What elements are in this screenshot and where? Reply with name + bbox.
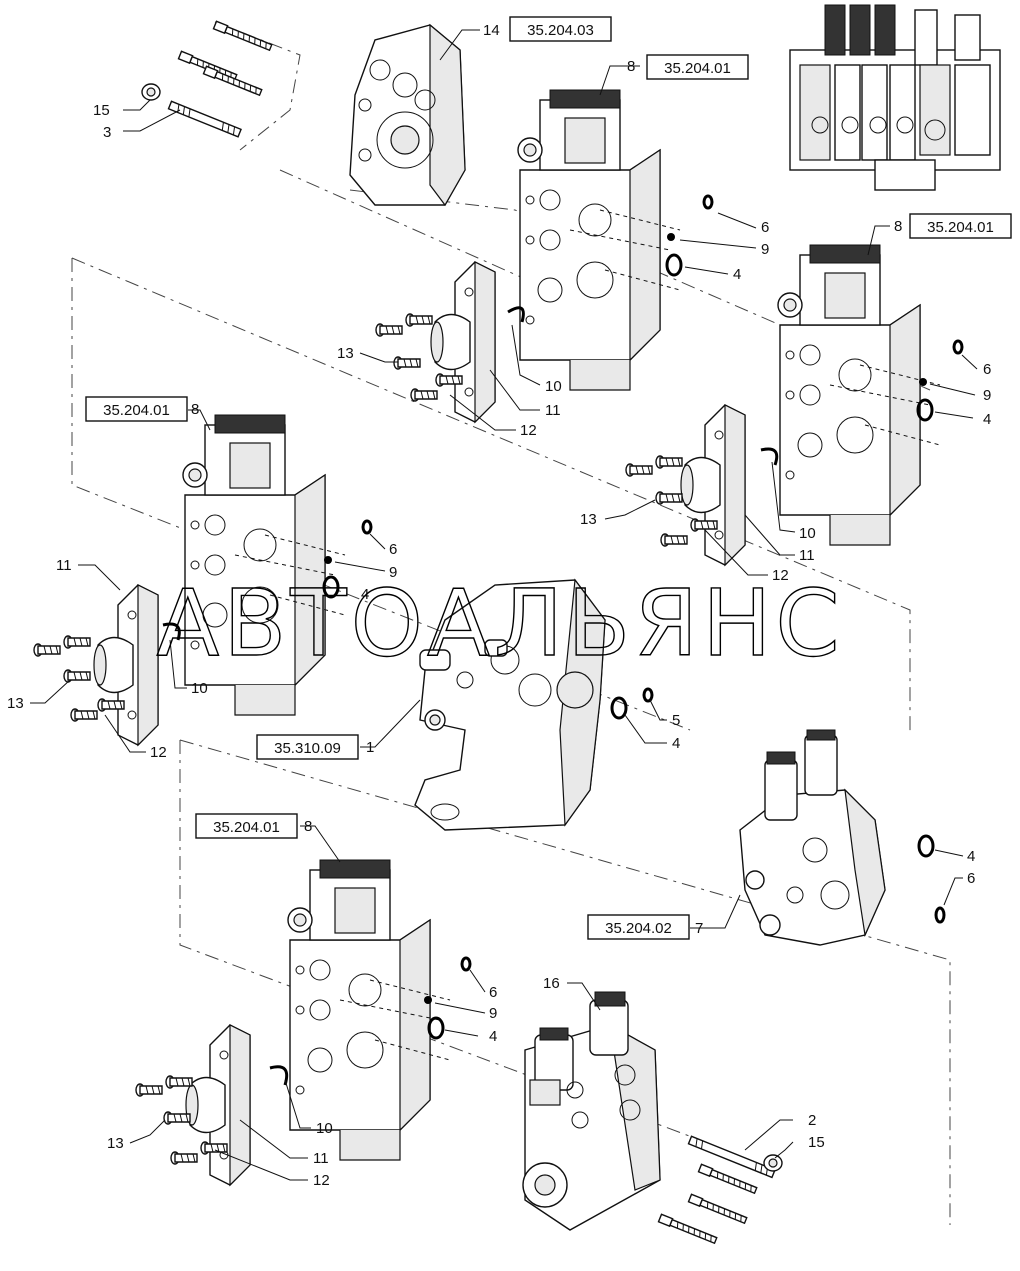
callout-10: 10 (191, 680, 208, 697)
callout-9: 9 (761, 241, 769, 258)
callout-14: 14 (483, 22, 500, 39)
callout-12: 12 (520, 422, 537, 439)
ref-box-35-204-01-bottom[interactable]: 35.204.01 (195, 813, 298, 839)
stud-2 (687, 1135, 776, 1179)
valve-cover-14 (349, 23, 466, 207)
callout-11: 11 (56, 557, 72, 574)
callout-13: 13 (7, 695, 24, 712)
svg-text:35.204.03: 35.204.03 (527, 22, 594, 39)
callout-11: 11 (799, 547, 815, 564)
callout-numbers: 14 15 3 8 6 9 4 8 6 9 4 13 10 11 12 13 1… (7, 22, 991, 1189)
callout-6: 6 (983, 361, 991, 378)
stud-3 (167, 100, 242, 138)
end-section-7 (739, 729, 886, 946)
callout-10: 10 (545, 378, 562, 395)
watermark-text: АВТОАЛЬЯНС (156, 570, 843, 677)
ref-box-35-204-01-left[interactable]: 35.204.01 (85, 396, 188, 422)
callout-5: 5 (672, 712, 680, 729)
callout-15: 15 (93, 102, 110, 119)
assembly-line-5 (179, 740, 701, 1141)
callout-8: 8 (304, 818, 312, 835)
end-plate-right (680, 404, 746, 566)
callout-6: 6 (389, 541, 397, 558)
valve-section-top (517, 89, 681, 391)
callout-13: 13 (107, 1135, 124, 1152)
callout-4: 4 (361, 586, 369, 603)
o-rings (162, 194, 964, 1086)
callout-10: 10 (799, 525, 816, 542)
nut-15-top (141, 83, 161, 101)
ref-box-35-204-01-top[interactable]: 35.204.01 (646, 54, 749, 80)
callout-9: 9 (389, 564, 397, 581)
ref-box-35-204-03[interactable]: 35.204.03 (509, 16, 612, 42)
callout-4: 4 (489, 1028, 497, 1045)
callout-15: 15 (808, 1134, 825, 1151)
callout-12: 12 (313, 1172, 330, 1189)
callout-1: 1 (366, 739, 374, 756)
valve-block-16 (522, 991, 661, 1231)
callout-8: 8 (894, 218, 902, 235)
bolt-group-bottom (657, 1163, 758, 1245)
callout-9: 9 (489, 1005, 497, 1022)
bolt-group-top (177, 20, 273, 97)
ref-box-35-204-02[interactable]: 35.204.02 (587, 914, 690, 940)
callout-6: 6 (967, 870, 975, 887)
callout-4: 4 (967, 848, 975, 865)
valve-section-bottom (287, 859, 451, 1161)
svg-text:35.310.09: 35.310.09 (274, 740, 341, 757)
ref-box-35-310-09[interactable]: 35.310.09 (256, 734, 359, 760)
callout-9: 9 (983, 387, 991, 404)
assembly-line-4 (71, 257, 911, 735)
callout-13: 13 (337, 345, 354, 362)
callout-2: 2 (808, 1112, 816, 1129)
callout-6: 6 (761, 219, 769, 236)
svg-text:35.204.01: 35.204.01 (927, 219, 994, 236)
valve-section-right (777, 244, 941, 546)
end-plate-top (430, 261, 496, 423)
callout-16: 16 (543, 975, 560, 992)
callout-4: 4 (733, 266, 741, 283)
svg-text:35.204.01: 35.204.01 (664, 60, 731, 77)
leader-lines (30, 29, 978, 1181)
callout-6: 6 (489, 984, 497, 1001)
assembly-line-1 (214, 21, 301, 151)
callout-8: 8 (191, 401, 199, 418)
callout-8: 8 (627, 58, 635, 75)
callout-4: 4 (672, 735, 680, 752)
callout-11: 11 (313, 1150, 329, 1167)
callout-13: 13 (580, 511, 597, 528)
callout-12: 12 (772, 567, 789, 584)
callout-10: 10 (316, 1120, 333, 1137)
svg-text:35.204.02: 35.204.02 (605, 920, 672, 937)
assembly-thumbnail (789, 4, 1001, 191)
end-plate-left (93, 584, 159, 746)
svg-text:35.204.01: 35.204.01 (103, 402, 170, 419)
callout-12: 12 (150, 744, 167, 761)
callout-7: 7 (695, 920, 703, 937)
nut-15-bottom (763, 1154, 783, 1172)
callout-3: 3 (103, 124, 111, 141)
callout-4: 4 (983, 411, 991, 428)
ref-box-35-204-01-right[interactable]: 35.204.01 (909, 213, 1012, 239)
callout-11: 11 (545, 402, 561, 419)
inlet-body-1 (414, 578, 606, 831)
svg-text:35.204.01: 35.204.01 (213, 819, 280, 836)
